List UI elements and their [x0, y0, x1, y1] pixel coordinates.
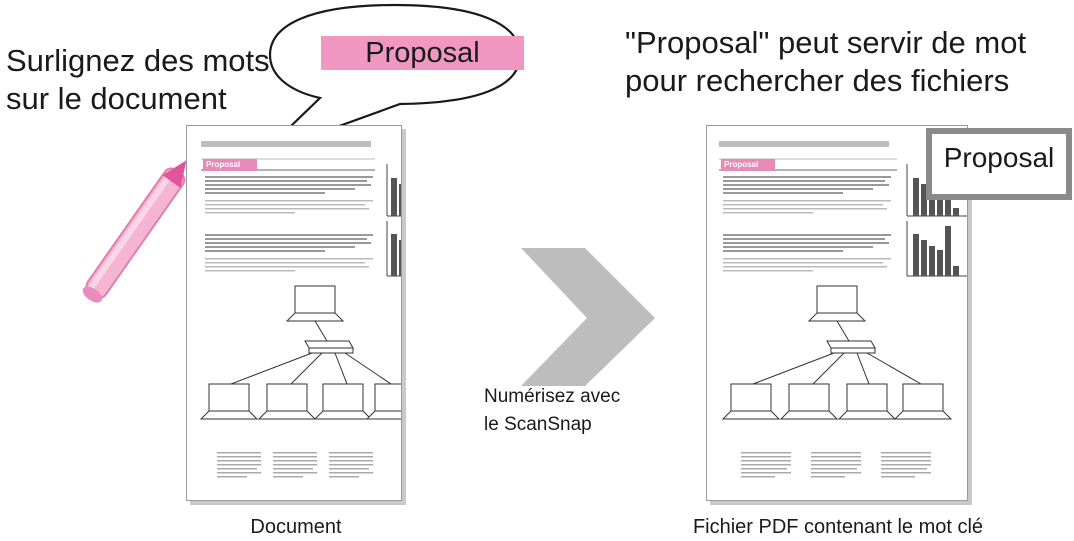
highlight-instruction-line2: sur le document	[6, 81, 227, 116]
highlight-instruction: Surlignez des mots sur le document	[6, 42, 270, 118]
laptop-icon	[365, 383, 401, 420]
pdf-file-label: Fichier PDF contenant le mot clé	[692, 516, 984, 538]
search-explanation: "Proposal" peut servir de mot pour reche…	[625, 24, 1026, 100]
network-diagram	[721, 285, 953, 420]
highlighter-pen-icon	[82, 160, 187, 303]
laptop-icon	[285, 285, 345, 322]
laptop-icon	[199, 383, 259, 420]
document-label: Document	[250, 516, 342, 538]
laptop-icon	[257, 383, 317, 420]
laptop-icon	[313, 383, 373, 420]
search-explanation-line1: "Proposal" peut servir de mot	[625, 25, 1027, 60]
pdf-highlight-word: Proposal	[721, 159, 775, 171]
laptop-icon	[837, 383, 897, 420]
keyword-tag: Proposal	[926, 128, 1072, 200]
document-page: Proposal	[186, 125, 402, 501]
laptop-icon	[893, 383, 953, 420]
right-arrow-icon	[521, 248, 655, 386]
laptop-icon	[807, 285, 867, 322]
laptop-icon	[779, 383, 839, 420]
bar-chart-icon	[386, 164, 401, 217]
document-highlight-word: Proposal	[203, 159, 257, 171]
document-content	[199, 141, 401, 478]
scan-instruction: Numérisez avec le ScanSnap	[484, 383, 620, 439]
highlight-instruction-line1: Surlignez des mots	[6, 43, 270, 78]
network-hub-icon	[826, 340, 876, 354]
laptop-icon	[721, 383, 781, 420]
scan-instruction-line1: Numérisez avec	[484, 386, 621, 407]
network-hub-icon	[304, 340, 354, 354]
bubble-keyword: Proposal	[321, 36, 524, 70]
pdf-content	[719, 141, 967, 478]
scan-instruction-line2: le ScanSnap	[484, 414, 592, 435]
bar-chart-icon	[386, 221, 401, 277]
bar-chart-icon	[906, 221, 967, 277]
pdf-page: Proposal	[706, 125, 968, 501]
network-diagram	[199, 285, 401, 420]
search-explanation-line2: pour rechercher des fichiers	[625, 63, 1010, 98]
